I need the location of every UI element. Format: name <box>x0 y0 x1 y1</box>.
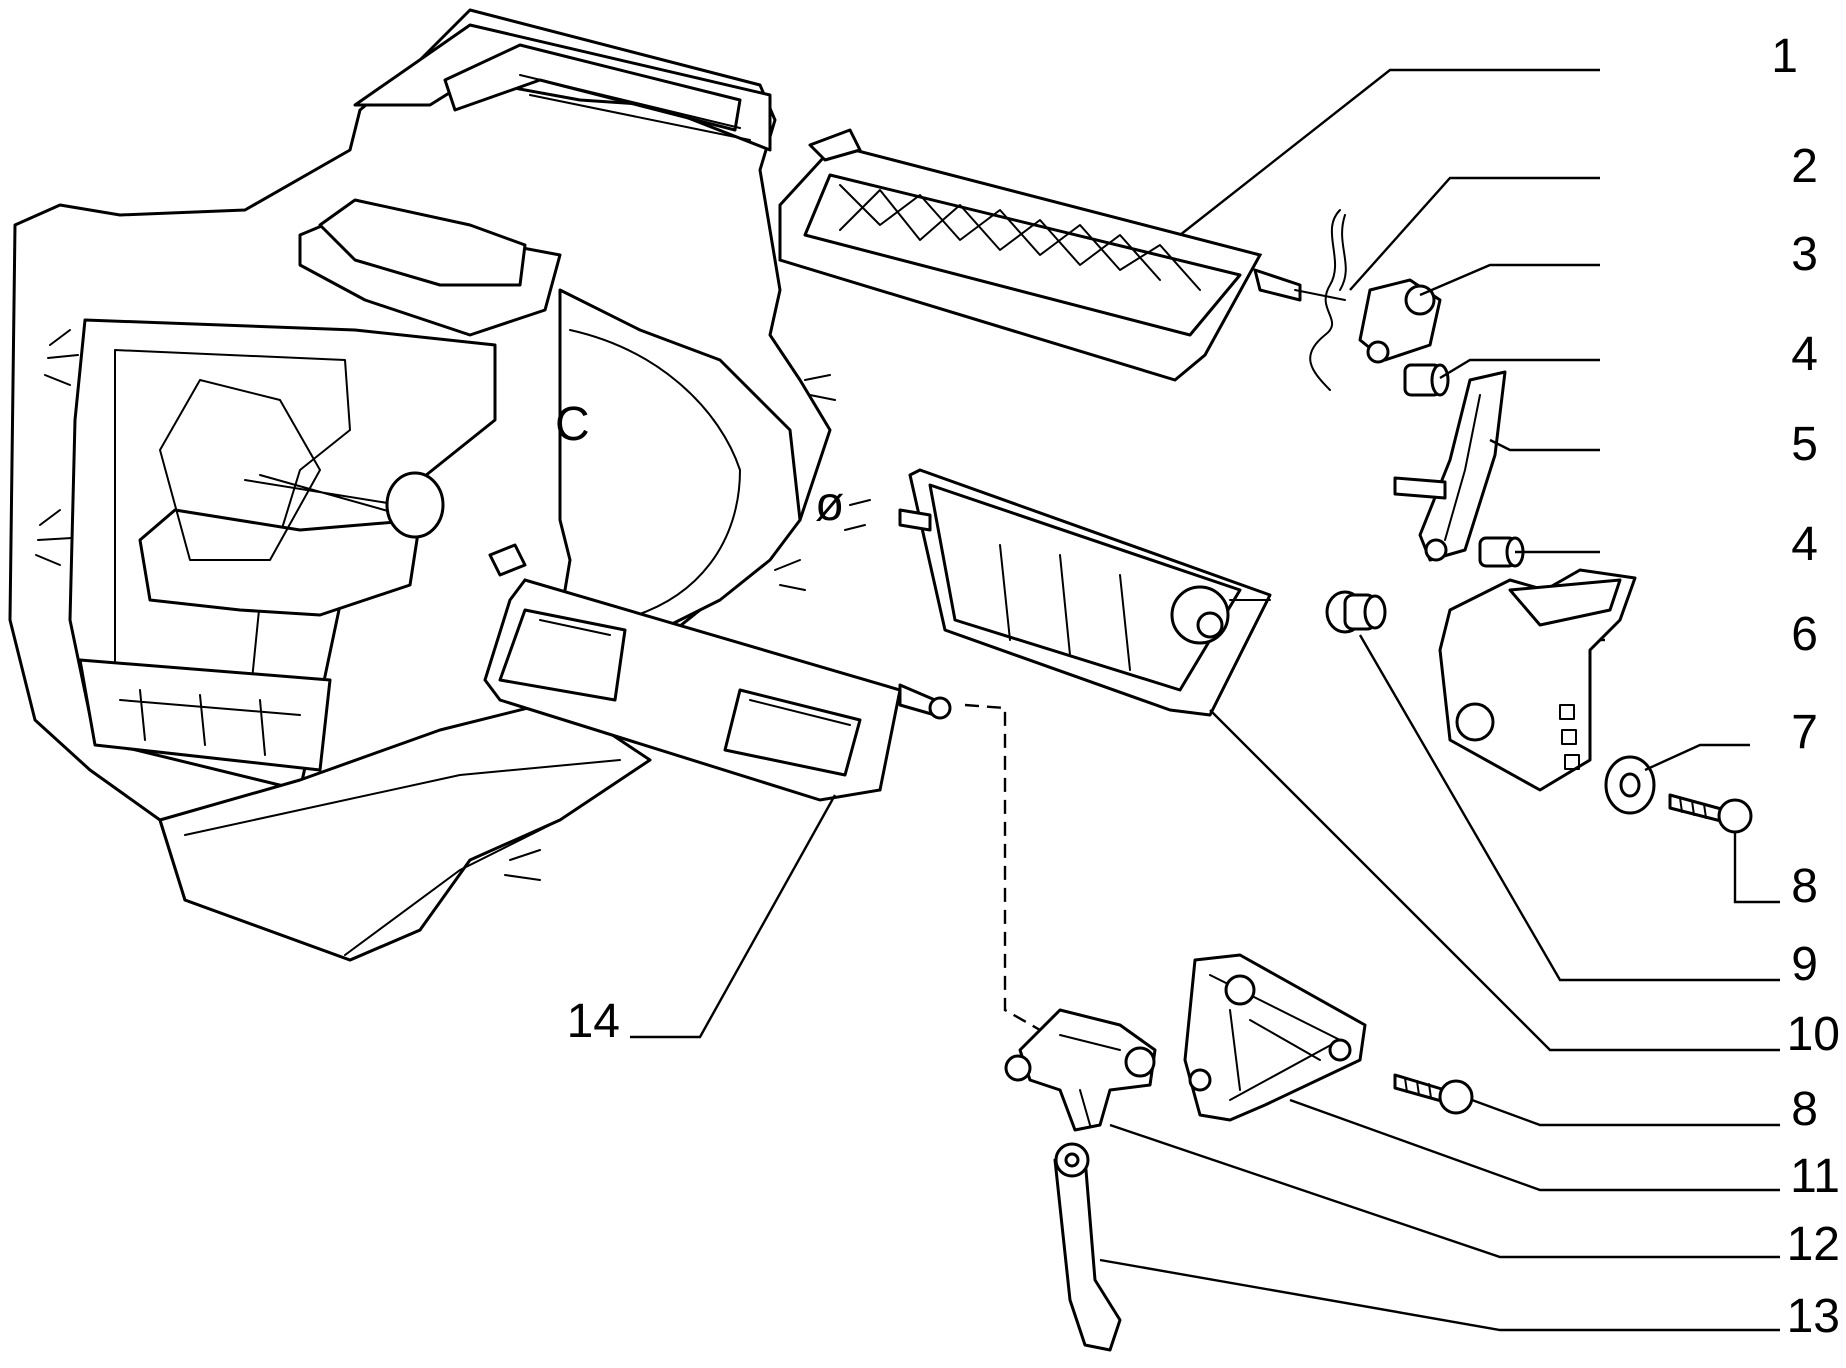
part-11-triangular-plate <box>1183 953 1367 1122</box>
callout-8b: 8 <box>1791 1083 1818 1136</box>
callout-1: 1 <box>1771 30 1798 83</box>
part-5-lever-arm <box>1393 370 1507 562</box>
callout-labels: 1 2 3 4 5 4 6 7 8 9 10 8 11 12 13 14 <box>567 30 1840 1343</box>
callout-10: 10 <box>1787 1008 1840 1061</box>
part-6-actuator-bracket <box>1438 568 1637 792</box>
part-4-bushing-upper <box>1403 363 1450 397</box>
callout-2: 2 <box>1791 140 1818 193</box>
leader-13 <box>1099 1258 1780 1332</box>
leader-8a <box>1733 832 1780 904</box>
callout-3: 3 <box>1791 228 1818 281</box>
part-7-washer <box>1604 755 1656 815</box>
leader-3 <box>1419 263 1600 297</box>
part-4-bushing-lower <box>1478 536 1525 568</box>
leader-9 <box>1358 634 1780 982</box>
leader-4a <box>1439 358 1600 380</box>
callout-4a: 4 <box>1791 328 1818 381</box>
leader-14 <box>630 794 837 1039</box>
part-1-air-flap-lattice <box>778 128 1346 382</box>
leader-2 <box>1349 176 1600 291</box>
callout-7: 7 <box>1791 706 1818 759</box>
part-2-spring <box>1309 209 1347 391</box>
heater-housing: C <box>8 8 836 962</box>
assembly-dashed-line <box>964 703 1041 1032</box>
callout-9: 9 <box>1791 938 1818 991</box>
leader-8b <box>1471 1098 1780 1127</box>
housing-c-mark: C <box>555 398 590 451</box>
leader-5 <box>1489 438 1600 452</box>
leader-7 <box>1644 743 1750 772</box>
leader-lines <box>630 68 1780 1332</box>
part-8-screw-lower <box>1393 1073 1474 1115</box>
leader-10 <box>1209 709 1780 1052</box>
callout-14: 14 <box>567 995 620 1048</box>
callout-13: 13 <box>1787 1290 1840 1343</box>
part-8-screw-upper <box>1668 793 1753 834</box>
part-12-pivot-bracket <box>1004 1008 1157 1132</box>
part-9-bushing <box>1325 590 1387 634</box>
diameter-symbol: ø <box>815 478 844 531</box>
leader-11 <box>1289 1098 1780 1192</box>
callout-5: 5 <box>1791 418 1818 471</box>
leader-12 <box>1109 1123 1780 1259</box>
callout-12: 12 <box>1787 1218 1840 1271</box>
part-10-mixing-flap-with-gear: ø <box>815 468 1272 717</box>
part-14-lower-air-flap <box>483 543 952 802</box>
part-13-link-rod <box>1053 1142 1122 1352</box>
callout-6: 6 <box>1791 608 1818 661</box>
callout-4b: 4 <box>1791 518 1818 571</box>
leader-1 <box>1179 68 1600 236</box>
callout-8a: 8 <box>1791 860 1818 913</box>
callout-11: 11 <box>1790 1150 1840 1203</box>
